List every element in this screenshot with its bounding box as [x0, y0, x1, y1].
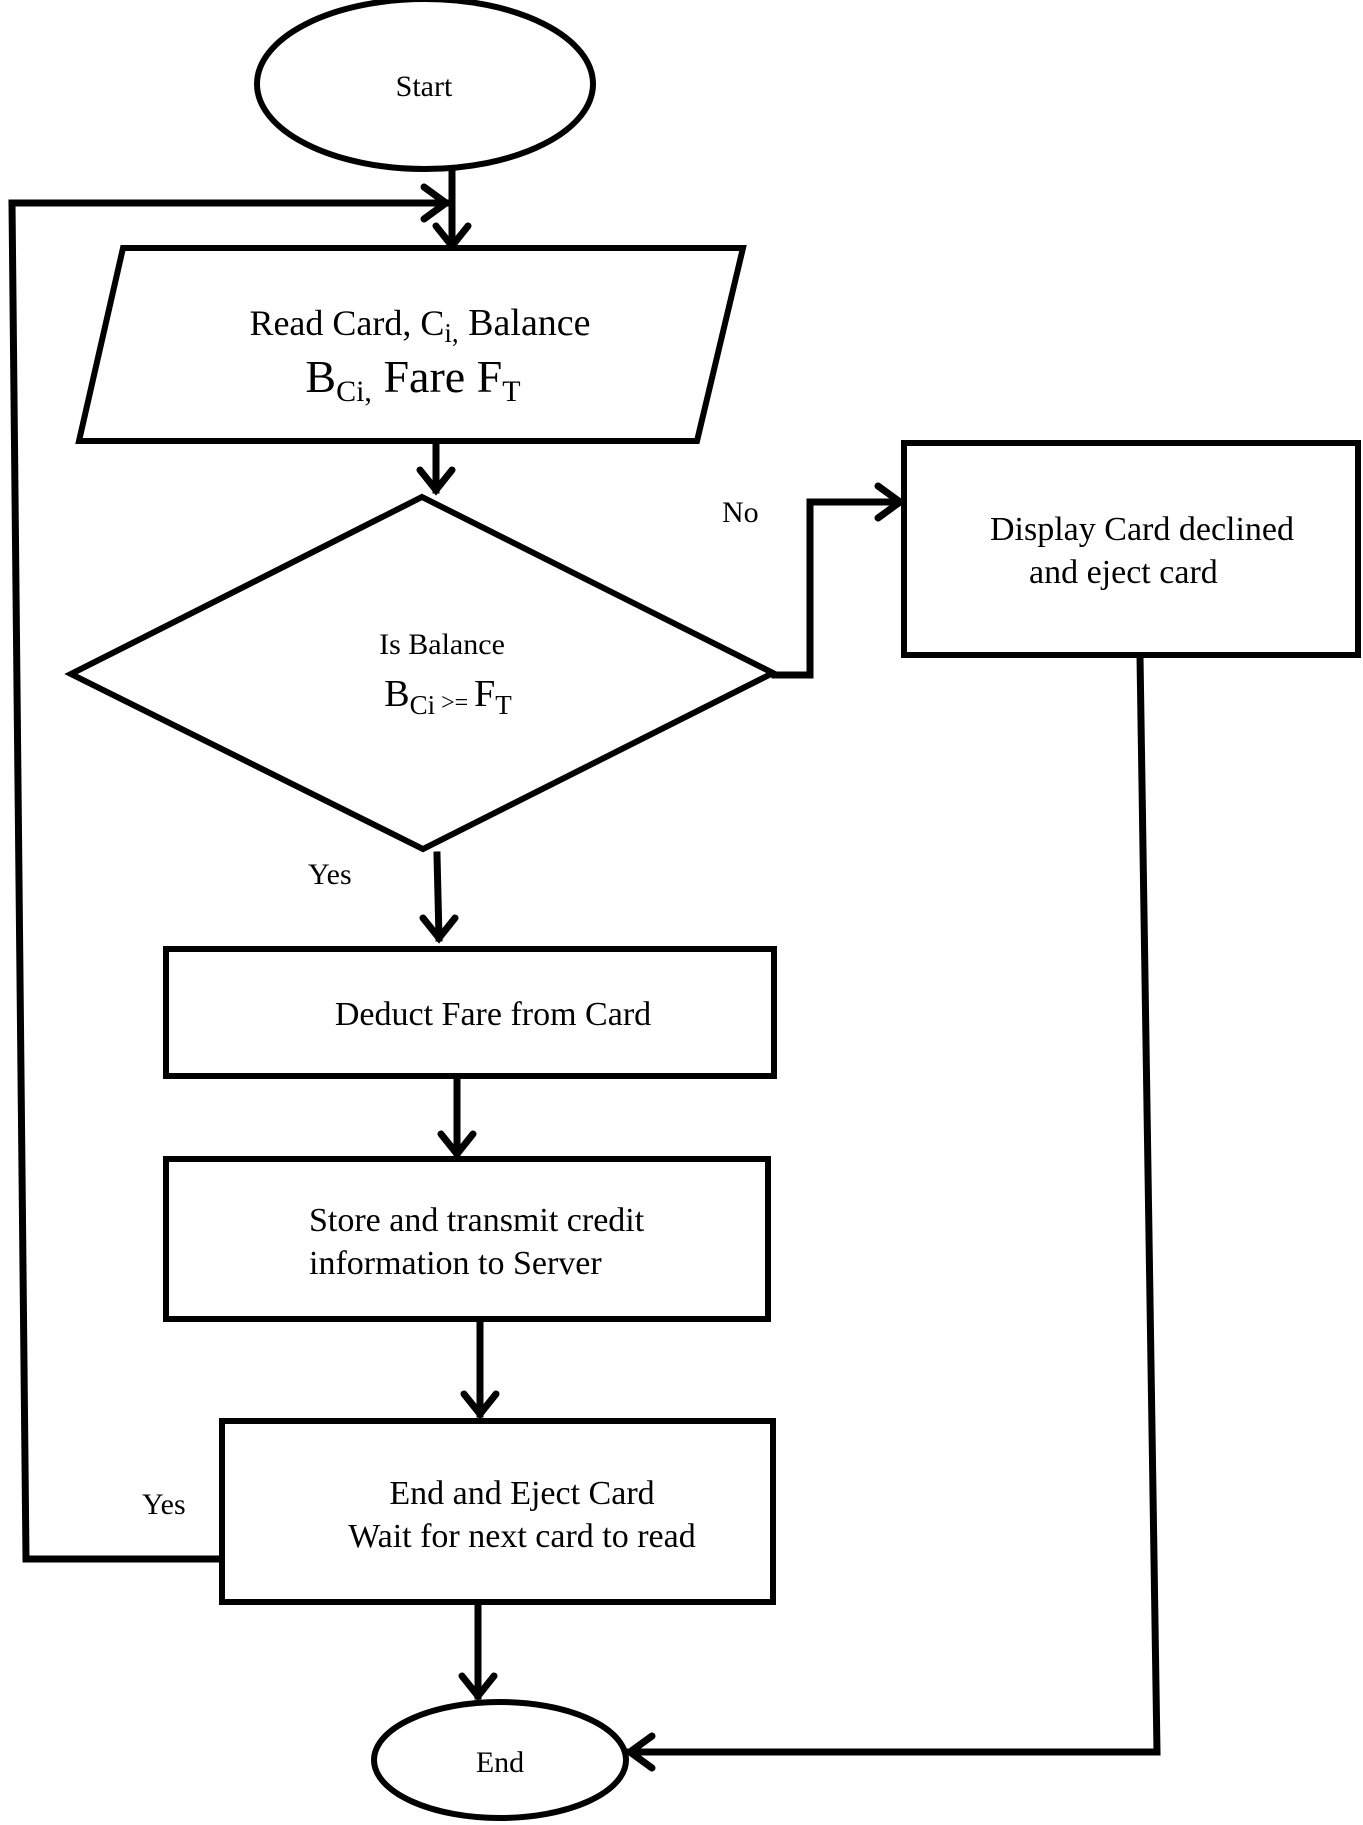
arrowhead-decision-to-deduct — [419, 914, 459, 944]
deduct-node: Deduct Fare from Card — [163, 946, 777, 1079]
edge-label-yes-decision: Yes — [308, 858, 352, 891]
arrowhead-loop-back — [420, 183, 452, 223]
read-card-line1: Read Card, Ci, Balance — [249, 302, 590, 348]
declined-node: Display Card declined and eject card — [901, 440, 1361, 658]
balance-check-line1: Is Balance — [379, 628, 505, 661]
balance-check-line2: BCi >= FT — [384, 673, 512, 720]
end-label: End — [476, 1746, 524, 1779]
connectors — [8, 166, 1161, 1772]
read-card-node: Read Card, Ci, Balance BCi, Fare FT — [75, 245, 747, 444]
declined-line2: and eject card — [1029, 554, 1218, 591]
store-line1: Store and transmit credit — [309, 1202, 645, 1239]
edge-loop-back — [8, 199, 450, 1563]
edge-label-yes-loop: Yes — [142, 1488, 186, 1521]
arrowhead-declined-to-end — [624, 1732, 656, 1772]
start-label: Start — [396, 70, 453, 103]
arrowhead-end-eject-to-end — [458, 1672, 498, 1702]
end-eject-line1: End and Eject Card — [389, 1475, 654, 1512]
start-node: Start — [254, 0, 596, 172]
read-card-line2: BCi, Fare FT — [305, 351, 520, 408]
declined-line1: Display Card declined — [990, 511, 1294, 548]
deduct-label: Deduct Fare from Card — [335, 996, 651, 1033]
end-eject-line2: Wait for next card to read — [348, 1518, 696, 1555]
edge-declined-to-end — [626, 652, 1161, 1756]
edge-decision-to-deduct — [433, 851, 443, 942]
balance-check-node: Is Balance BCi >= FT — [64, 493, 780, 853]
store-line2: information to Server — [309, 1245, 602, 1282]
end-node: End — [371, 1699, 629, 1821]
end-eject-node: End and Eject Card Wait for next card to… — [219, 1418, 776, 1605]
arrowhead-deduct-to-store — [437, 1130, 477, 1160]
arrowhead-read-to-decision — [416, 466, 456, 496]
edge-decision-to-declined — [771, 498, 904, 679]
edge-label-no: No — [722, 496, 759, 529]
store-node: Store and transmit credit information to… — [163, 1156, 771, 1322]
arrowhead-store-to-end-eject — [460, 1390, 500, 1420]
arrowhead-decision-to-declined — [874, 482, 906, 522]
